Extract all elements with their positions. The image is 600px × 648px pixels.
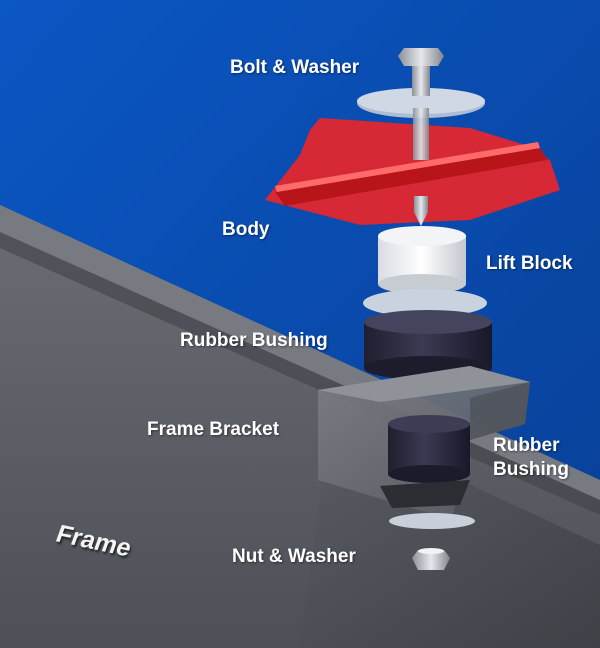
lower-rubber-bushing [380, 415, 470, 508]
label-lift-block: Lift Block [486, 253, 573, 274]
label-body: Body [222, 219, 270, 240]
label-rubber-bushing-lower-line2: Bushing [493, 459, 569, 480]
upper-washer [363, 289, 487, 317]
label-rubber-bushing-upper: Rubber Bushing [180, 330, 328, 351]
label-rubber-bushing-lower-line1: Rubber [493, 435, 560, 456]
body-panel [265, 118, 560, 225]
label-bolt-washer: Bolt & Washer [230, 57, 360, 78]
label-nut-washer: Nut & Washer [232, 546, 356, 567]
lower-washer [389, 513, 475, 529]
label-frame-bracket: Frame Bracket [147, 419, 280, 440]
lift-block [378, 226, 466, 294]
bolt-and-washer [357, 48, 485, 226]
nut [412, 548, 450, 570]
